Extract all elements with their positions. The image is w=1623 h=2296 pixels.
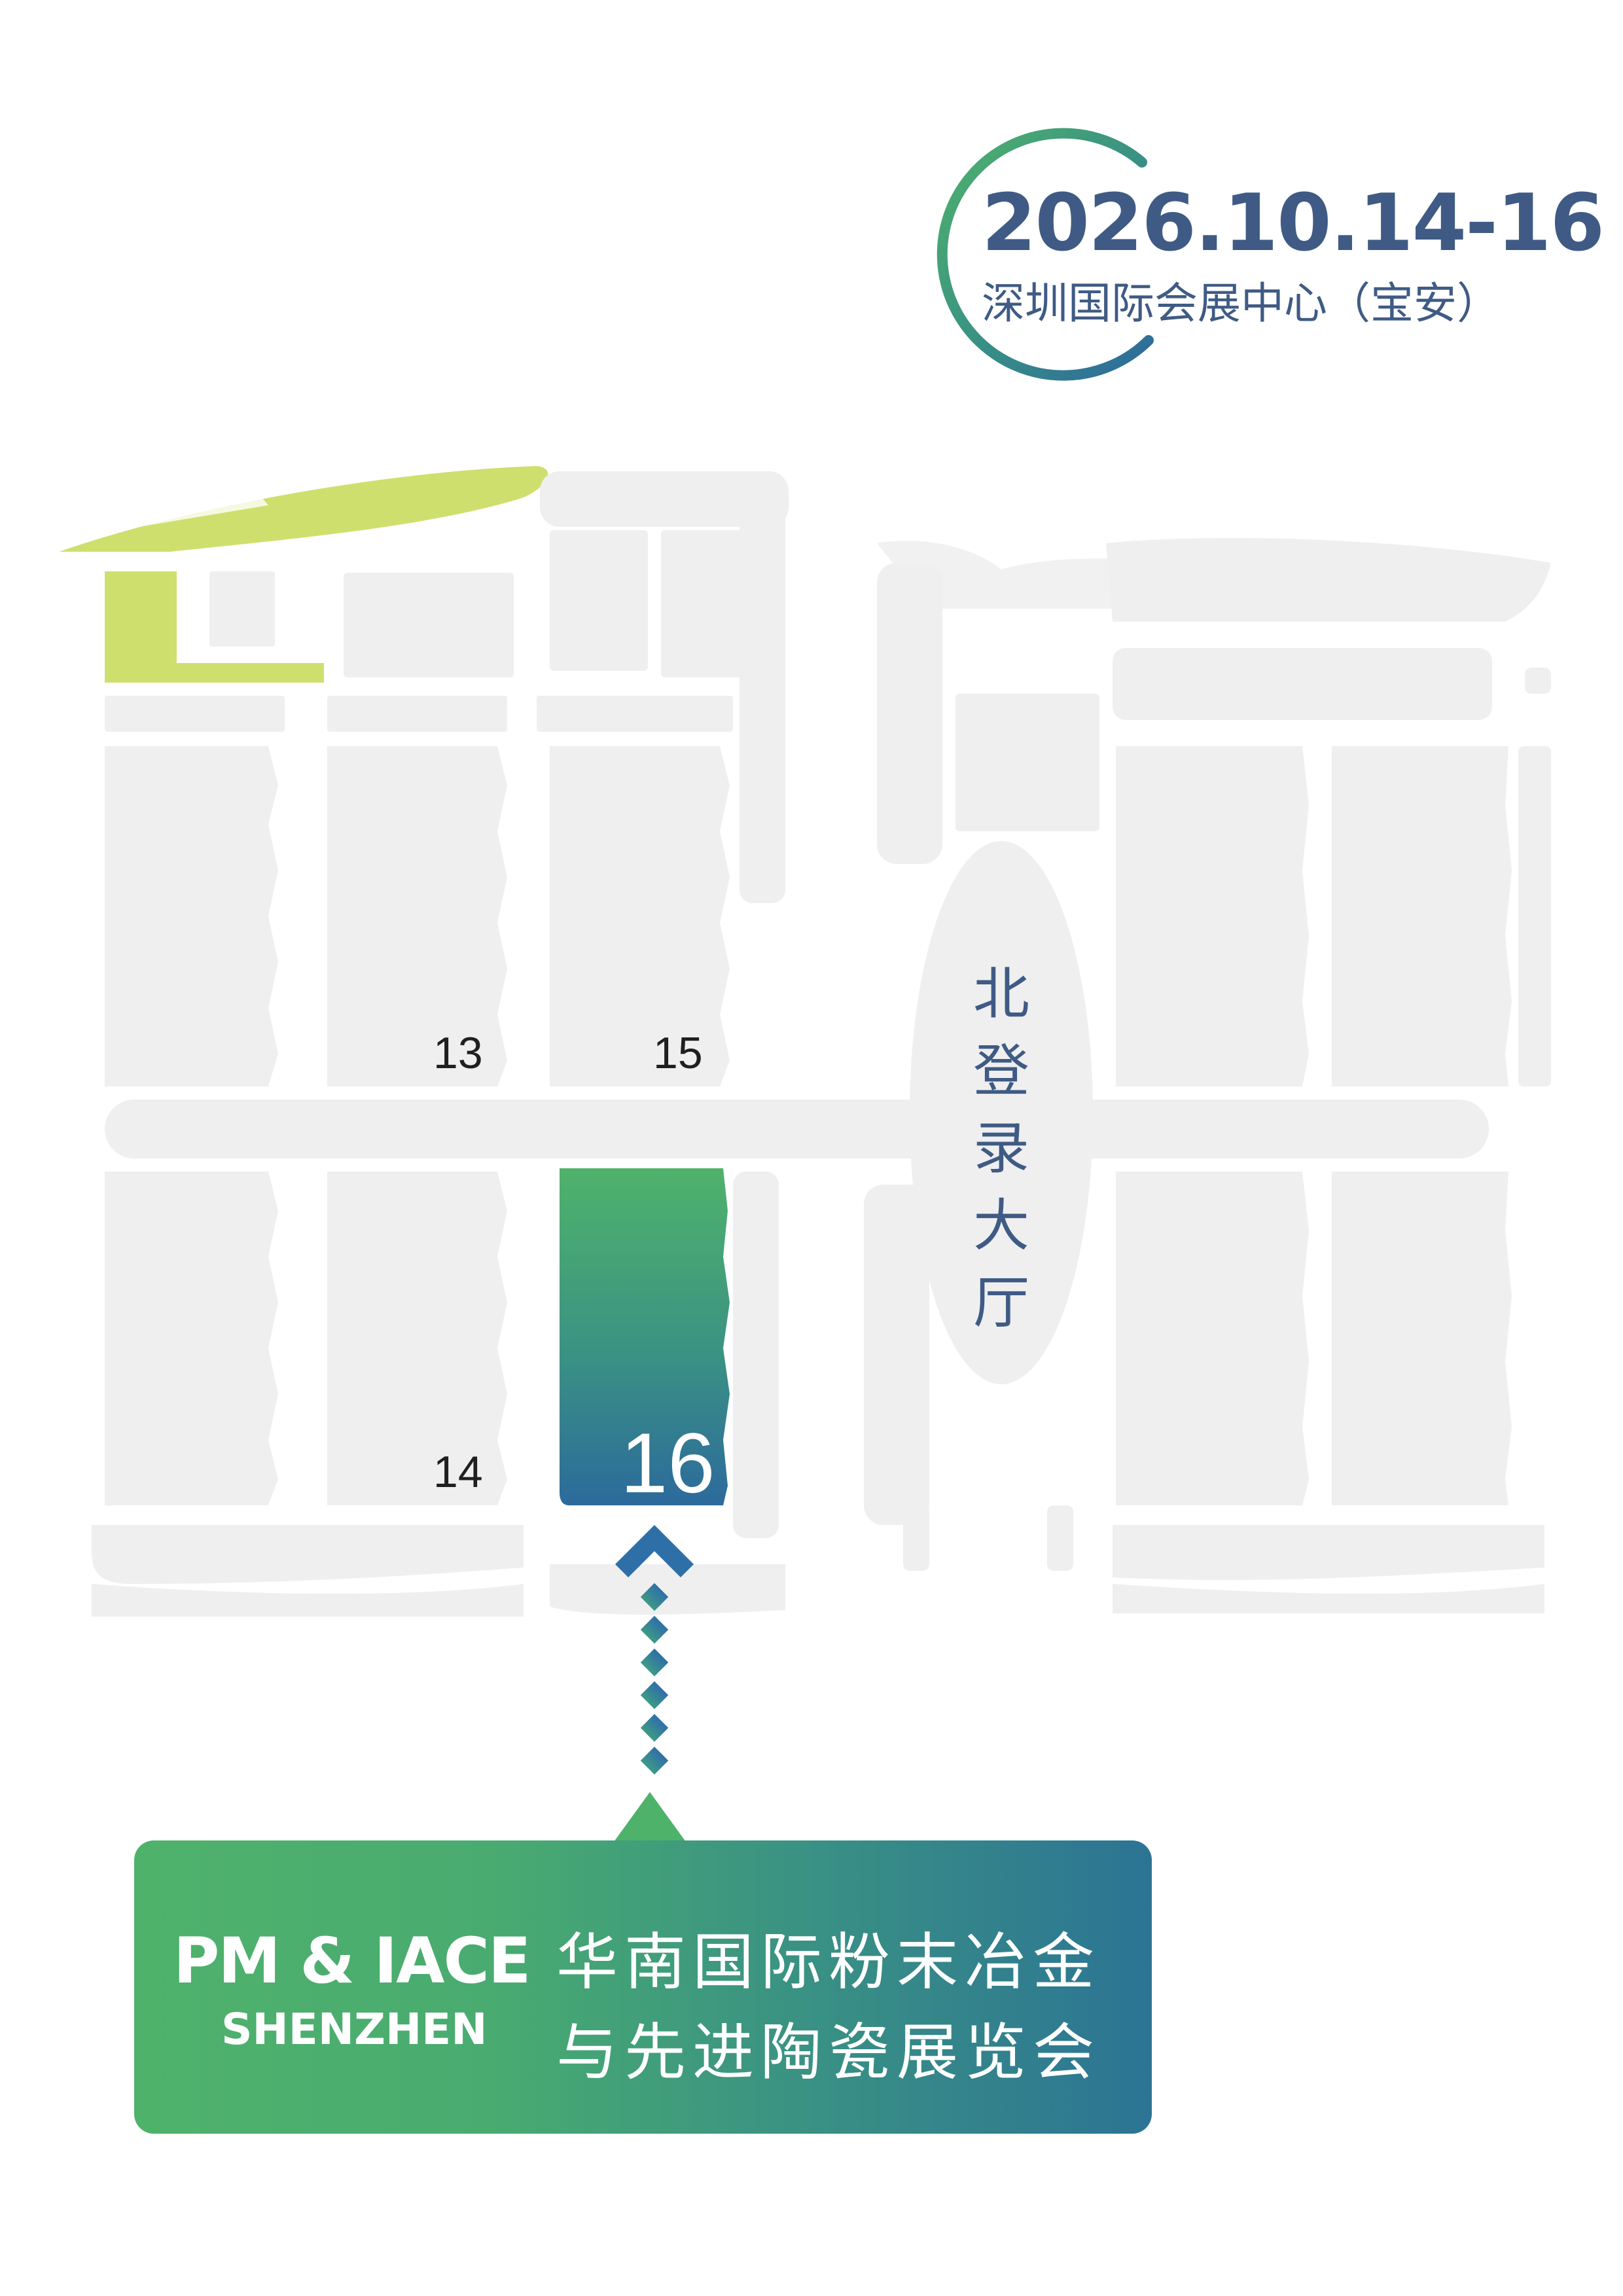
hall-label-14: 14 bbox=[433, 1447, 483, 1497]
event-subtitle-en: SHENZHEN bbox=[221, 2004, 488, 2054]
event-name-cn-line1: 华南国际粉末冶金 bbox=[556, 1927, 1101, 1998]
hall-16-block[interactable] bbox=[560, 1168, 730, 1505]
event-title-en: PM & IACE bbox=[173, 1924, 531, 1998]
north-registration-hall-label: 北登录大厅 bbox=[973, 961, 1029, 1336]
ring-logo-icon bbox=[936, 128, 1154, 381]
venue-name: 深圳国际会展中心（宝安） bbox=[982, 278, 1500, 329]
event-name-cn-line2: 与先进陶瓷展览会 bbox=[556, 2017, 1101, 2089]
chevron-up-icon bbox=[615, 1525, 694, 1577]
hall-label-16: 16 bbox=[620, 1415, 715, 1511]
event-info-box bbox=[134, 1840, 1152, 2134]
event-date: 2026.10.14-16 bbox=[982, 178, 1605, 269]
hall-label-13: 13 bbox=[433, 1028, 483, 1078]
event-box-pointer bbox=[614, 1792, 686, 1842]
top-left-building bbox=[59, 466, 548, 683]
hall-label-15: 15 bbox=[653, 1028, 703, 1078]
map-gray-blocks bbox=[92, 471, 1551, 1617]
